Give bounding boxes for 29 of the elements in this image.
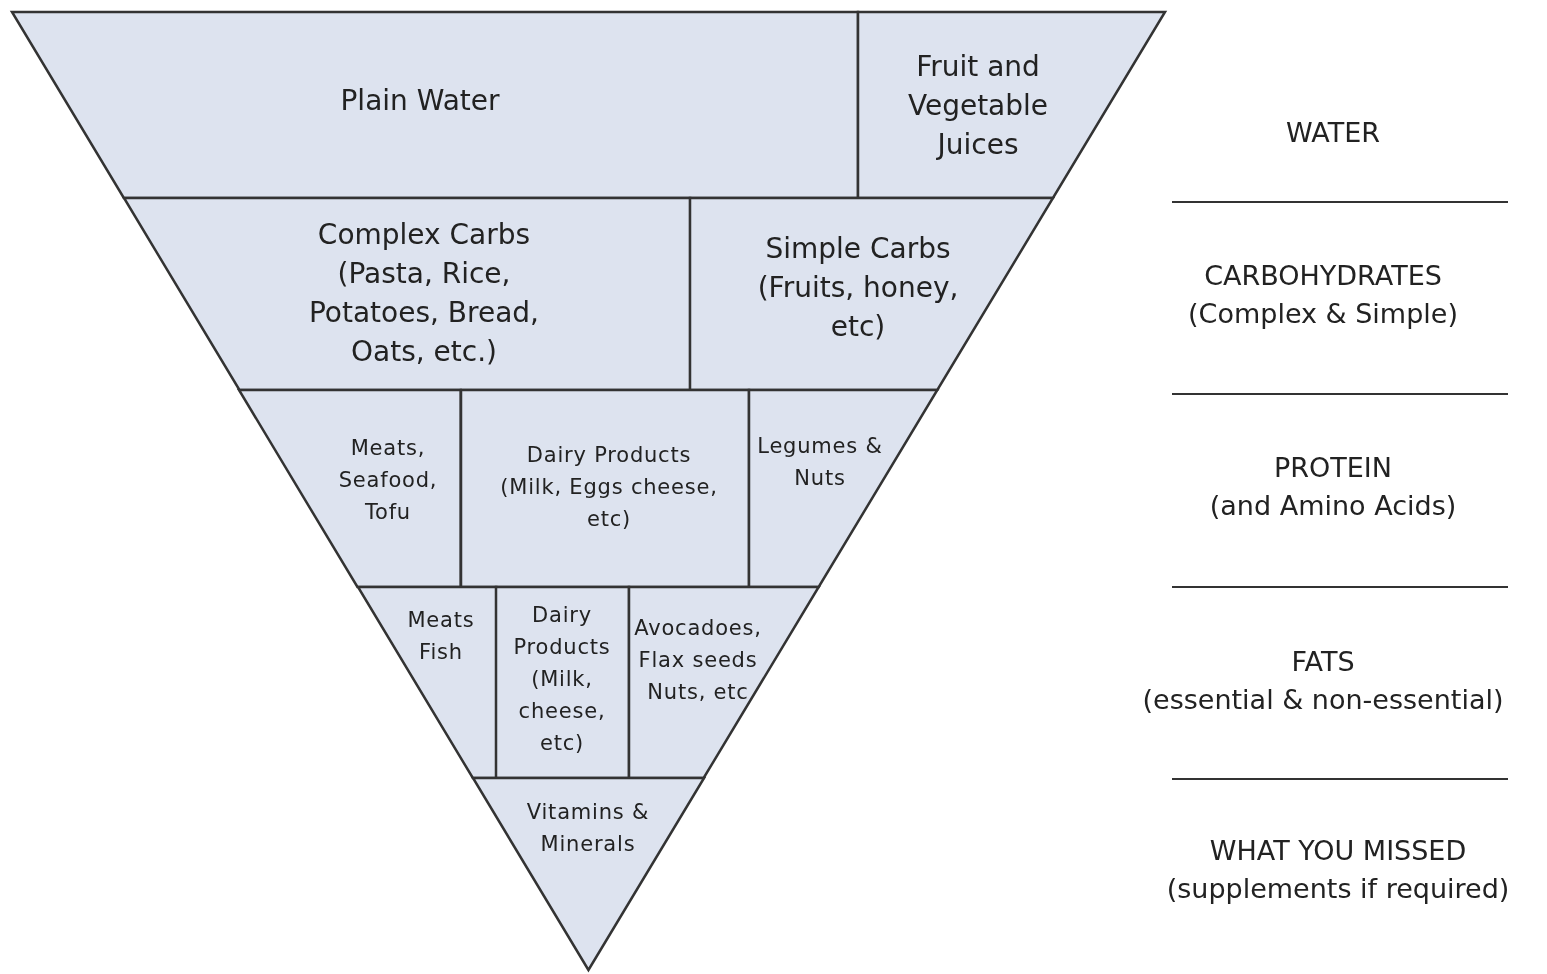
category-label: (essential & non-essential) bbox=[1142, 683, 1504, 717]
food-group-cell bbox=[357, 587, 496, 778]
cell-label: Dairy Products (Milk, cheese, etc) bbox=[512, 602, 612, 757]
cell-label: Plain Water bbox=[339, 82, 501, 119]
food-group-cell bbox=[690, 198, 1053, 390]
food-group-cell bbox=[461, 390, 749, 587]
food-group-cell bbox=[496, 587, 629, 778]
cell-label: Dairy Products (Milk, Eggs cheese, etc) bbox=[499, 442, 719, 533]
cell-label: Vitamins & Minerals bbox=[525, 799, 651, 858]
food-group-cell bbox=[858, 12, 1165, 198]
cell-label: Legumes & Nuts bbox=[756, 433, 884, 492]
food-group-cell bbox=[472, 778, 704, 970]
food-group-cell bbox=[629, 587, 819, 778]
category-label: WATER bbox=[1286, 116, 1380, 150]
category-label: WHAT YOU MISSED bbox=[1209, 834, 1467, 868]
cell-label: Simple Carbs (Fruits, honey, etc) bbox=[756, 230, 960, 345]
category-label: CARBOHYDRATES bbox=[1204, 259, 1442, 293]
food-group-cell bbox=[749, 390, 938, 587]
cell-label: Complex Carbs (Pasta, Rice, Potatoes, Bread, Oats, etc.) bbox=[307, 217, 540, 370]
category-label: (supplements if required) bbox=[1166, 872, 1510, 906]
category-label: (and Amino Acids) bbox=[1209, 489, 1457, 523]
food-group-cell bbox=[239, 390, 461, 587]
cell-label: Fruit and Vegetable Juices bbox=[906, 48, 1050, 163]
cell-label: Meats Fish bbox=[406, 607, 476, 666]
cell-label: Avocadoes, Flax seeds Nuts, etc bbox=[633, 615, 763, 706]
category-label: FATS bbox=[1291, 645, 1355, 679]
cell-label: Meats, Seafood, Tofu bbox=[337, 435, 439, 526]
category-label: PROTEIN bbox=[1274, 451, 1392, 485]
category-label: (Complex & Simple) bbox=[1188, 297, 1458, 331]
